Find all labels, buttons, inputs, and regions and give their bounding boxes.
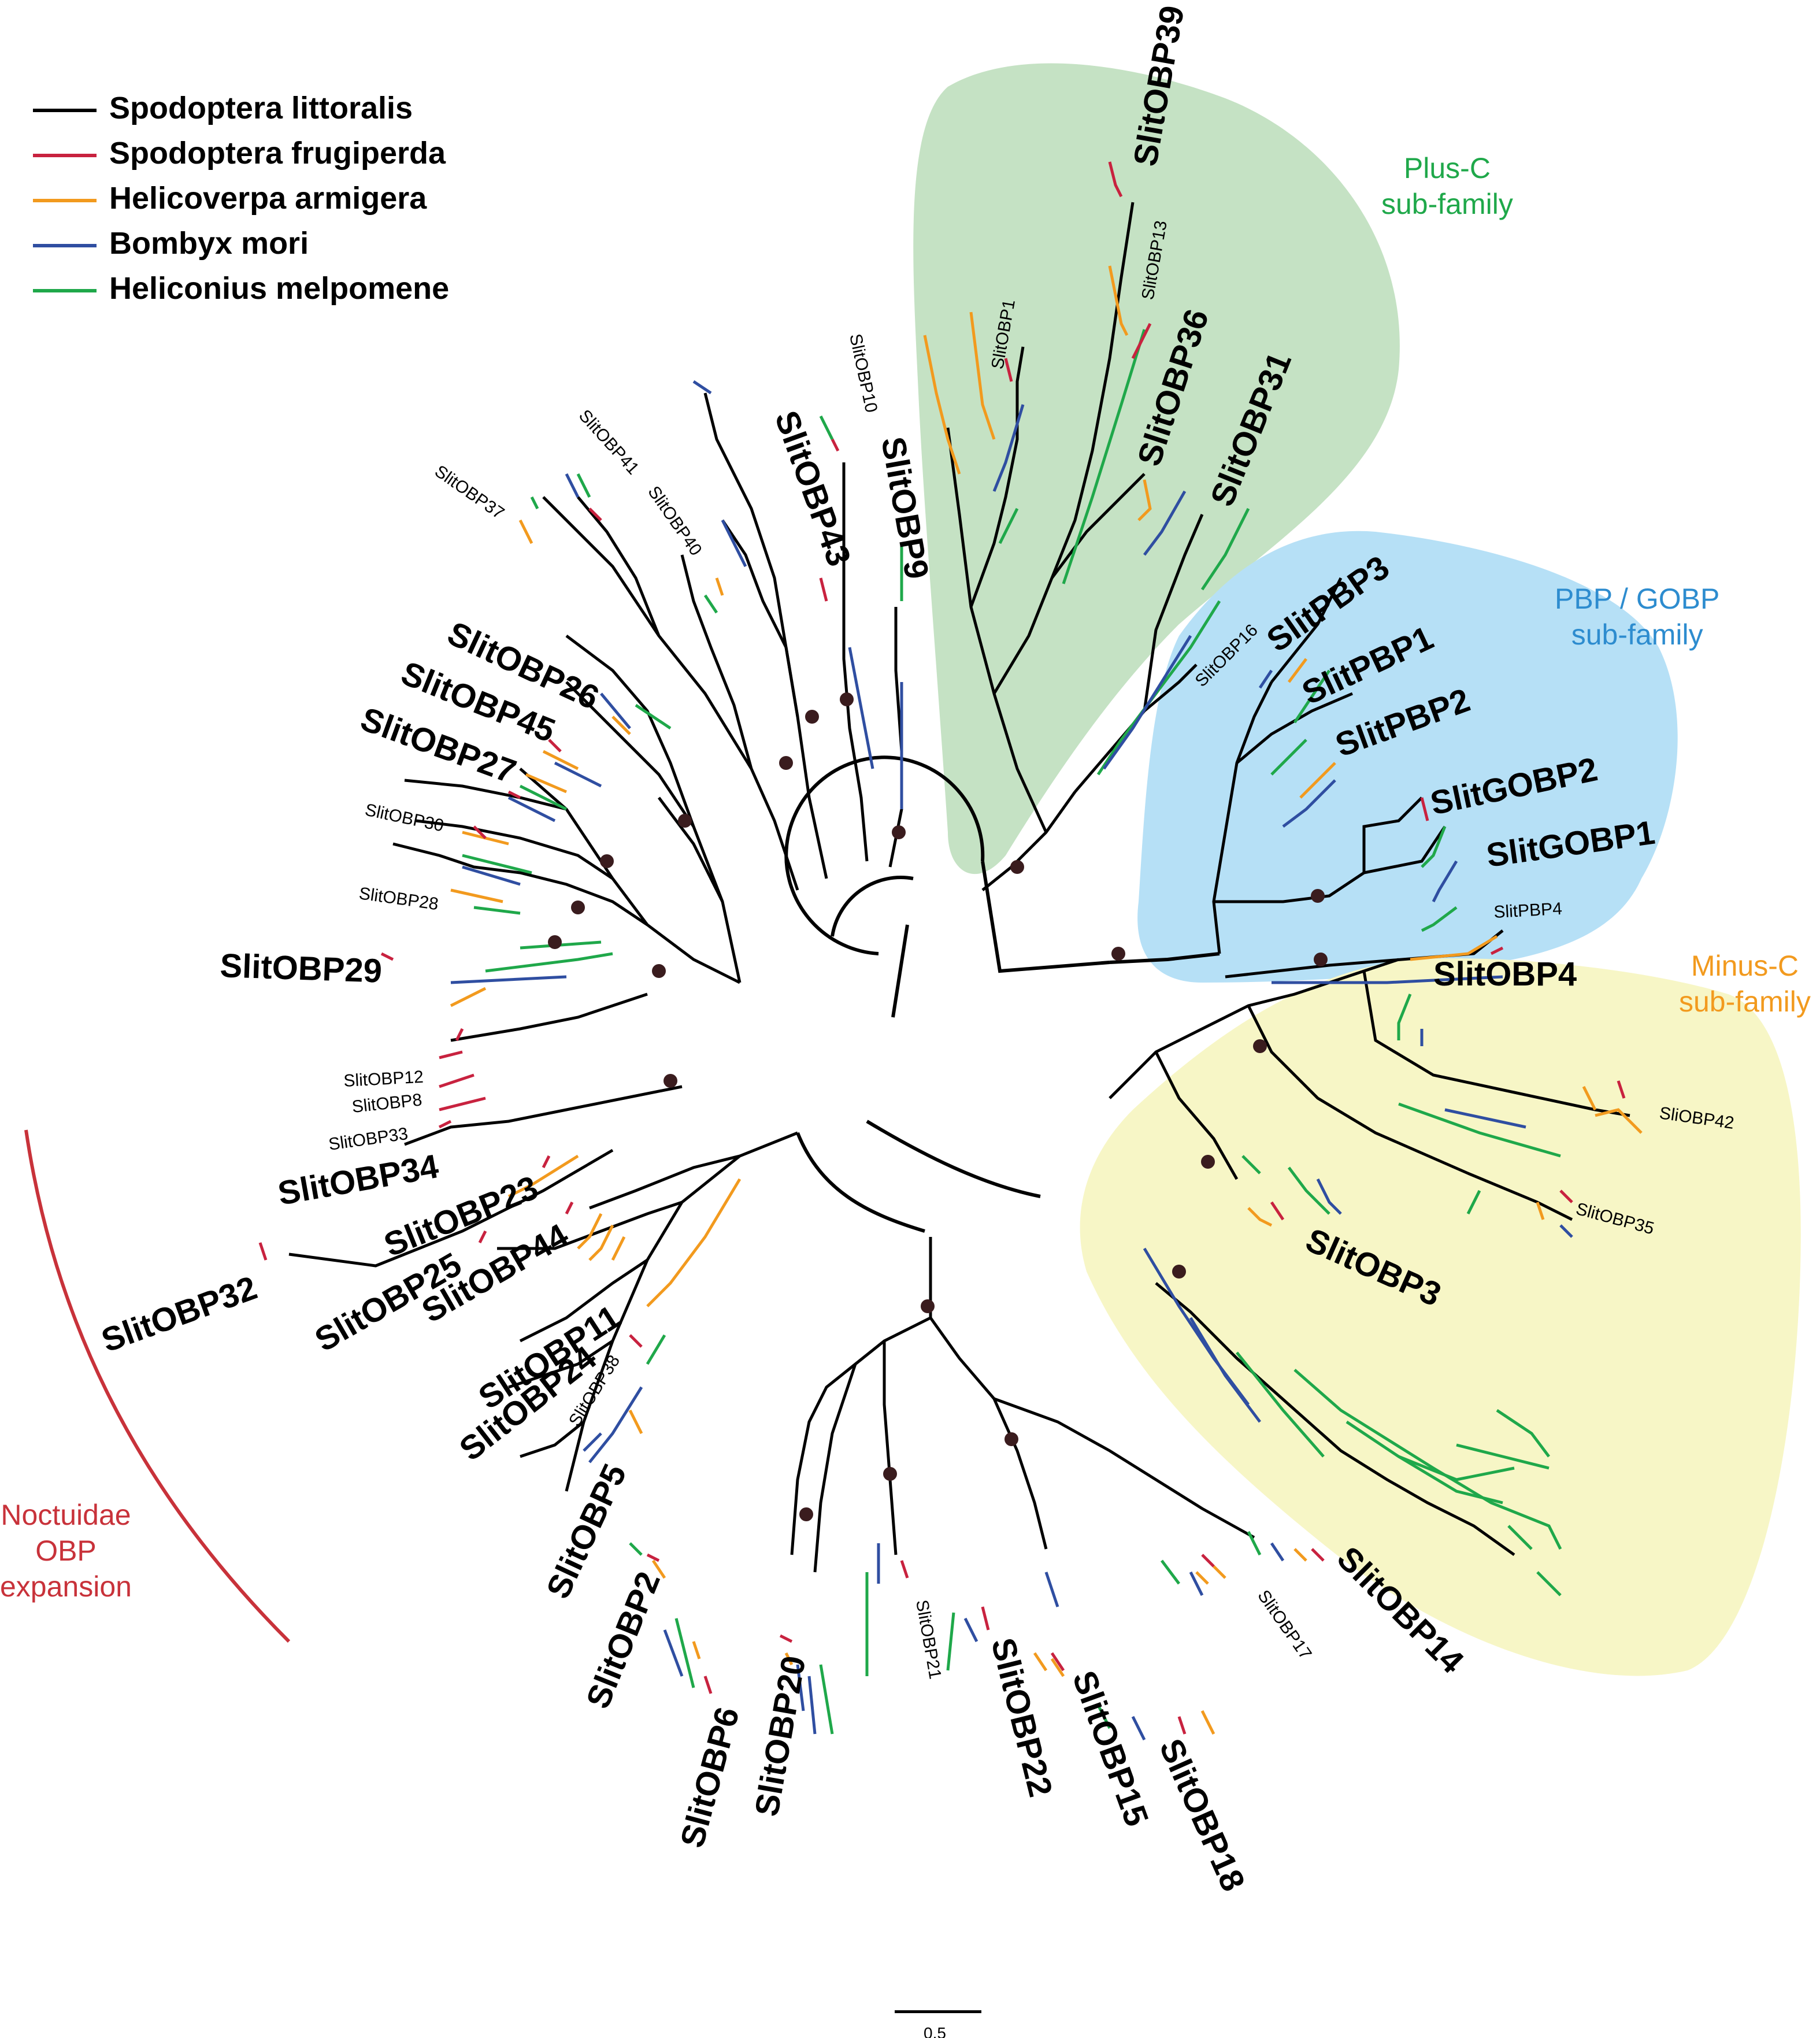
legend-swatch: [33, 109, 97, 112]
plus-c-line2: sub-family: [1381, 188, 1513, 220]
leaf-label: SlitOBP30: [364, 801, 446, 836]
leaf-label: SlitOBP21: [912, 1598, 945, 1680]
minus-c-line2: sub-family: [1679, 985, 1811, 1018]
leaf-label: SlitOBP5: [539, 1458, 634, 1604]
pbp-gobp-line2: sub-family: [1571, 618, 1703, 651]
leaf-label: SlitOBP17: [1254, 1587, 1315, 1663]
legend-swatch: [33, 244, 97, 247]
leaf-label: SlitOBP37: [431, 462, 507, 523]
support-nodes: [548, 692, 1328, 1521]
leaf-label: SlitOBP4: [1433, 955, 1577, 993]
leaf-label: SlitPBP4: [1493, 899, 1563, 922]
noctuidae-line3: expansion: [0, 1570, 132, 1603]
pbp-gobp-line1: PBP / GOBP: [1555, 583, 1720, 615]
leaf-label: SlitOBP29: [220, 947, 383, 990]
leaf-label: SlitOBP2: [579, 1566, 668, 1713]
legend-label: Helicoverpa armigera: [109, 181, 427, 216]
plus-c-label: Plus-C sub-family: [1381, 150, 1513, 222]
leaf-label: SlitOBP28: [358, 884, 440, 914]
leaf-label: SlitOBP32: [97, 1269, 262, 1359]
legend-label: Bombyx mori: [109, 226, 309, 261]
legend-swatch: [33, 289, 97, 292]
legend-label: Spodoptera littoralis: [109, 91, 413, 125]
leaf-label: SlitOBP6: [673, 1703, 747, 1852]
scale-bar: 0.5: [895, 2010, 981, 2038]
plus-c-line1: Plus-C: [1403, 152, 1491, 184]
noctuidae-line2: OBP: [35, 1535, 97, 1567]
leaf-label: SlitOBP41: [575, 406, 643, 479]
noctuidae-arc: [24, 1129, 291, 1643]
leaf-label: SlitOBP10: [846, 332, 881, 414]
minus-c-line1: Minus-C: [1691, 950, 1799, 982]
noctuidae-label: Noctuidae OBP expansion: [0, 1497, 132, 1605]
tree-branches: [288, 202, 1630, 1573]
leaf-label: SlitOBP8: [351, 1090, 423, 1117]
legend-label: Spodoptera frugiperda: [109, 136, 446, 171]
leaf-label: SlitOBP15: [1065, 1666, 1156, 1831]
tree-root: [784, 755, 1220, 1233]
leaf-label: SlitOBP34: [275, 1147, 441, 1213]
leaf-label: SlitOBP12: [343, 1068, 424, 1091]
legend-swatch: [33, 199, 97, 202]
leaf-label: SlitOBP33: [327, 1124, 409, 1154]
leaf-label: SlitOBP40: [644, 483, 705, 559]
pbp-gobp-label: PBP / GOBP sub-family: [1555, 581, 1719, 653]
legend-swatch: [33, 154, 97, 157]
minus-c-label: Minus-C sub-family: [1679, 948, 1811, 1020]
pbp-gobp-region: [1137, 531, 1678, 983]
leaf-label: SlitOBP22: [984, 1634, 1059, 1800]
scale-bar-line: [895, 2010, 981, 2013]
species-branches: [258, 161, 1643, 1741]
legend-label: Heliconius melpomene: [109, 271, 450, 306]
plus-c-region: [913, 63, 1400, 875]
minus-c-region: [1080, 958, 1801, 1676]
leaf-label: SlitOBP20: [748, 1653, 813, 1819]
leaf-label: SlitOBP18: [1152, 1733, 1252, 1897]
noctuidae-line1: Noctuidae: [1, 1499, 131, 1531]
scale-bar-label: 0.5: [924, 2024, 946, 2038]
